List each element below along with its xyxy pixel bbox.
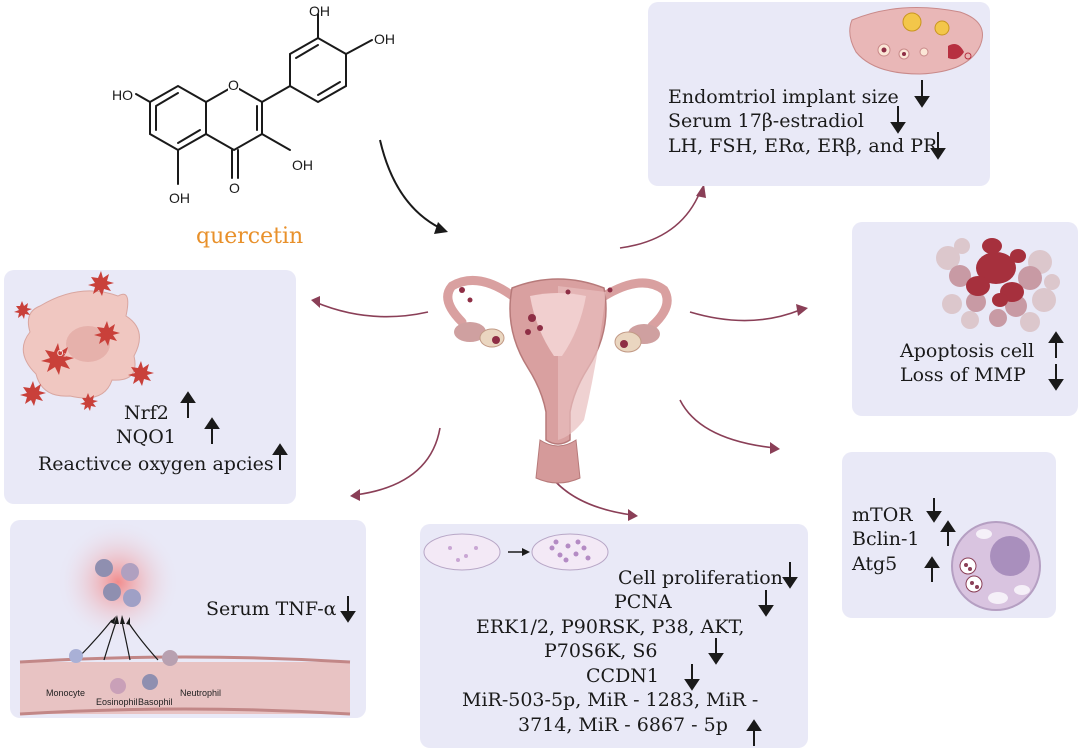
apoptotic-body-icon: [976, 252, 1016, 284]
oh-group-top: OH: [309, 3, 330, 19]
arrow-to-oxidative: [314, 301, 429, 318]
cell-label-neutrophil: Neutrophil: [180, 688, 222, 698]
corpus-luteum-icon: [902, 12, 922, 32]
arrow-to-endometriosis: [619, 191, 701, 249]
down-arrow-icon: [782, 577, 798, 589]
apoptosis-line-2: Loss of MMP: [900, 364, 1026, 386]
ring-b: [261, 36, 347, 104]
proliferation-line-2: PCNA: [614, 591, 672, 613]
oh-group-right: OH: [374, 31, 395, 47]
apoptosis-line-1: Apoptosis cell: [900, 340, 1035, 362]
lesion: [528, 314, 536, 322]
cell-label-eosinophil: Eosinophil: [96, 697, 138, 707]
proliferation-line-4: P70S6K, S6: [544, 640, 658, 662]
up-arrow-icon: [272, 443, 288, 455]
blood-vessel: [20, 662, 350, 714]
proliferation-line-1: Cell proliferation: [618, 567, 783, 589]
molecule-name: quercetin: [196, 224, 304, 249]
ros-label: O₂: [57, 349, 67, 358]
cell-label-basophil: Basophil: [138, 697, 173, 707]
ring-oxygen: O: [228, 77, 239, 93]
down-arrow-icon: [1048, 379, 1064, 391]
autophagy-line-2: Bclin-1: [852, 528, 920, 550]
up-arrow-icon: [180, 391, 196, 403]
down-arrow-icon: [340, 611, 356, 623]
oxidative-line-3: Reactivce oxygen apcies: [38, 453, 274, 475]
endometriosis-line-1: Endomtriol implant size: [668, 86, 899, 108]
arrow-to-autophagy: [679, 399, 776, 449]
basophil-icon: [142, 674, 158, 690]
proliferation-line-7: 3714, MiR - 6867 - 5p: [518, 714, 728, 736]
oxidative-line-2: NQO1: [116, 426, 176, 448]
down-arrow-icon: [684, 679, 700, 691]
autophagy-line-1: mTOR: [852, 504, 913, 526]
up-arrow-icon: [746, 719, 762, 731]
down-arrow-icon: [926, 511, 942, 523]
up-arrow-icon: [1048, 331, 1064, 343]
arrow-to-inflammation: [354, 427, 441, 496]
up-arrow-icon: [940, 520, 956, 532]
petri-dish-icon: [423, 533, 501, 571]
proliferation-line-5: CCDN1: [586, 665, 660, 687]
up-arrow-icon: [204, 417, 220, 429]
autophagosome-icon: [959, 557, 977, 575]
arrow-to-apoptosis: [689, 309, 801, 322]
oh-group-c3: OH: [292, 157, 313, 173]
oxidative-line-1: Nrf2: [124, 402, 169, 424]
ho-group-left: HO: [112, 87, 133, 103]
ros-burst-icon: [41, 343, 74, 375]
eosinophil-icon: [110, 678, 126, 694]
neutrophil-icon: [162, 650, 178, 666]
petri-dish-icon: [531, 533, 609, 571]
up-arrow-icon: [924, 556, 940, 568]
autophagy-line-3: Atg5: [852, 553, 898, 575]
inflammation-line: Serum TNF-α: [206, 598, 337, 620]
down-arrow-icon: [708, 653, 724, 665]
proliferation-line-3: ERK1/2, P90RSK, P38, AKT,: [476, 616, 745, 638]
proliferation-line-6: MiR-503-5p, MiR - 1283, MiR -: [462, 689, 759, 711]
cell-label-monocyte: Monocyte: [46, 688, 86, 698]
endometriosis-line-2: Serum 17β-estradiol: [668, 110, 865, 132]
carbonyl-oxygen: O: [229, 180, 240, 196]
oh-group-bottom: OH: [169, 190, 190, 206]
endometriosis-line-3: LH, FSH, ERα, ERβ, and PR: [668, 135, 938, 157]
monocyte-icon: [69, 649, 83, 663]
down-arrow-icon: [758, 605, 774, 617]
